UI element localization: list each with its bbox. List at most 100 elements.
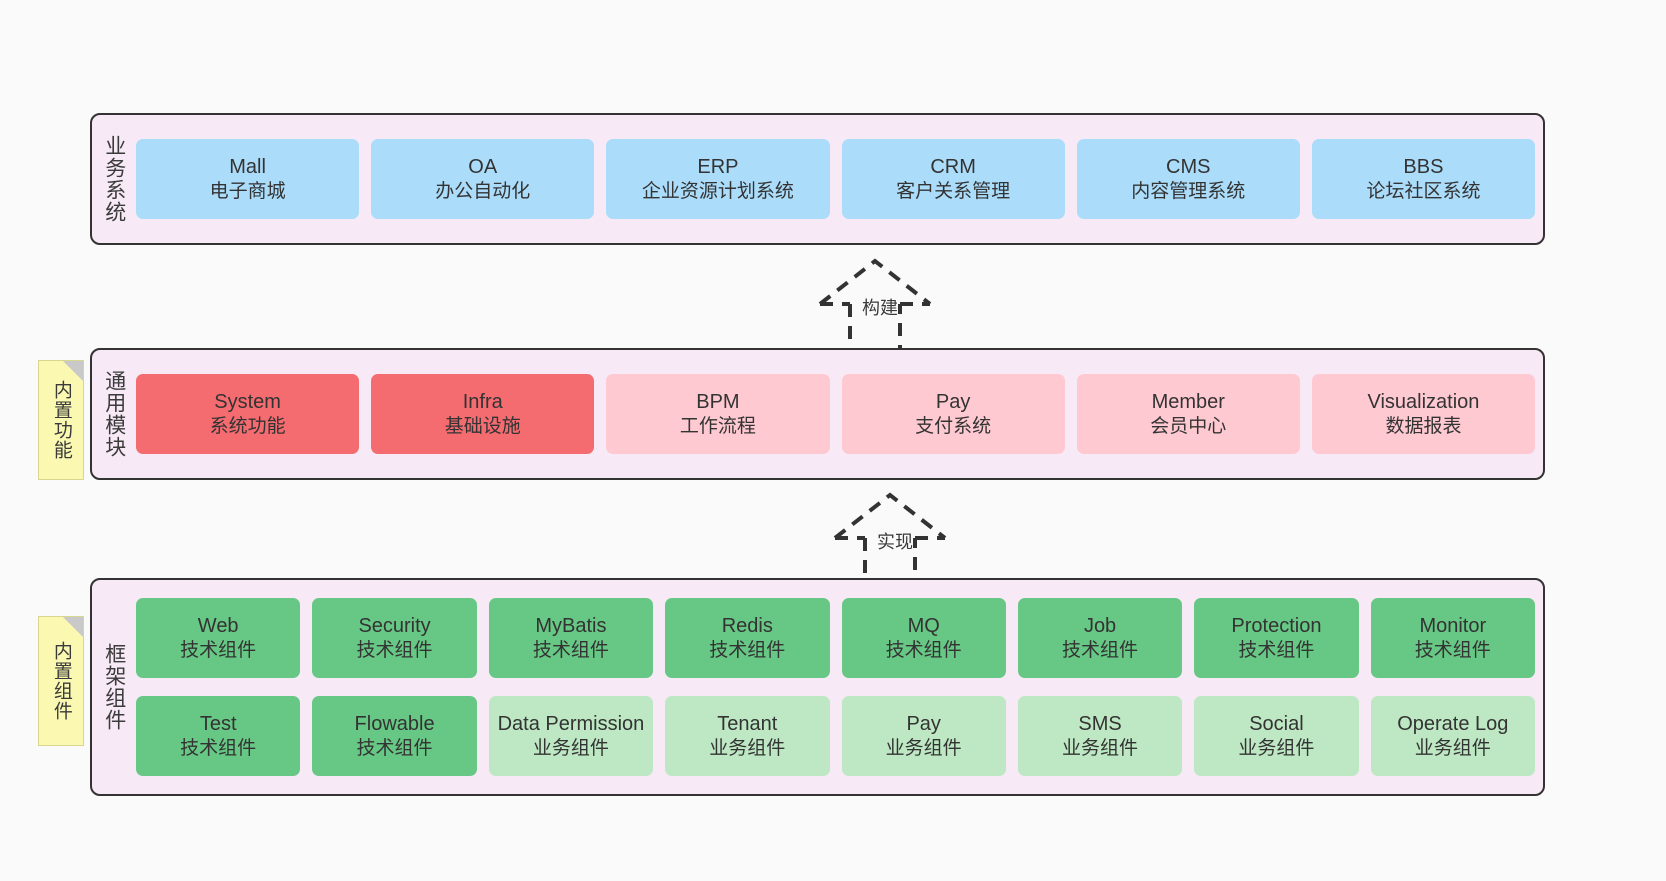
card-title-cn: 系统功能: [209, 415, 286, 437]
card-infra[interactable]: Infra 基础设施: [371, 374, 595, 454]
card-protection[interactable]: Protection 技术组件: [1194, 598, 1359, 678]
note-label: 内置功能: [50, 380, 72, 460]
card-title-en: Test: [199, 713, 237, 736]
arrow-label-build: 构建: [862, 298, 898, 318]
layer-title-business: 业务系统: [102, 135, 126, 223]
layer-common-modules: 通用模块 System 系统功能 Infra 基础设施 BPM 工作流程 Pay…: [90, 348, 1545, 480]
card-title-cn: 业务组件: [532, 737, 609, 759]
card-title-en: Infra: [462, 391, 503, 414]
card-bpm[interactable]: BPM 工作流程: [606, 374, 830, 454]
card-title-en: Monitor: [1419, 615, 1487, 638]
card-title-en: BPM: [696, 391, 740, 414]
card-title-cn: 技术组件: [709, 639, 786, 661]
card-row: System 系统功能 Infra 基础设施 BPM 工作流程 Pay 支付系统…: [136, 374, 1536, 454]
card-visualization[interactable]: Visualization 数据报表: [1311, 374, 1536, 454]
card-redis[interactable]: Redis 技术组件: [665, 598, 830, 678]
card-title-en: Job: [1083, 615, 1117, 638]
dashed-hollow-arrow-icon: [818, 258, 932, 352]
card-title-en: Data Permission: [497, 713, 645, 736]
card-title-cn: 工作流程: [679, 415, 756, 437]
card-title-cn: 客户关系管理: [896, 180, 1011, 202]
card-title-cn: 技术组件: [1062, 639, 1139, 661]
card-system[interactable]: System 系统功能: [136, 374, 360, 454]
card-title-cn: 内容管理系统: [1131, 180, 1246, 202]
card-cms[interactable]: CMS 内容管理系统: [1076, 139, 1300, 219]
card-data-permission[interactable]: Data Permission 业务组件: [488, 696, 654, 776]
card-erp[interactable]: ERP 企业资源计划系统: [606, 139, 830, 219]
layer-framework-components: 框架组件 Web 技术组件 Security 技术组件 MyBatis 技术组件…: [90, 578, 1545, 796]
card-title-cn: 技术组件: [1414, 639, 1491, 661]
card-mybatis[interactable]: MyBatis 技术组件: [488, 598, 654, 678]
card-pay-module[interactable]: Pay 支付系统: [841, 374, 1065, 454]
folded-corner-icon: [63, 361, 83, 381]
note-label: 内置组件: [50, 641, 72, 721]
card-title-en: Visualization: [1367, 391, 1480, 414]
card-title-cn: 业务组件: [1238, 737, 1315, 759]
card-title-cn: 技术组件: [532, 639, 609, 661]
card-title-en: OA: [468, 156, 498, 179]
card-title-en: ERP: [697, 156, 739, 179]
card-title-cn: 办公自动化: [435, 180, 531, 202]
card-row: Test 技术组件 Flowable 技术组件 Data Permission …: [136, 696, 1535, 776]
card-title-en: Redis: [721, 615, 773, 638]
generalization-arrow-build: 构建: [800, 256, 950, 352]
card-title-en: BBS: [1403, 156, 1444, 179]
layer-business-system: 业务系统 Mall 电子商城 OA 办公自动化 ERP 企业资源计划系统 CRM…: [90, 113, 1545, 245]
card-row: Web 技术组件 Security 技术组件 MyBatis 技术组件 Redi…: [136, 598, 1535, 678]
card-title-cn: 技术组件: [356, 639, 433, 661]
card-title-en: System: [214, 391, 281, 414]
card-title-cn: 企业资源计划系统: [641, 180, 794, 202]
card-title-cn: 基础设施: [444, 415, 521, 437]
generalization-arrow-implement: 实现: [815, 490, 965, 586]
card-title-cn: 会员中心: [1150, 415, 1227, 437]
card-title-en: Member: [1151, 391, 1225, 414]
card-security[interactable]: Security 技术组件: [312, 598, 477, 678]
card-mq[interactable]: MQ 技术组件: [841, 598, 1006, 678]
card-mall[interactable]: Mall 电子商城: [136, 139, 360, 219]
card-job[interactable]: Job 技术组件: [1017, 598, 1183, 678]
card-title-en: Flowable: [354, 713, 435, 736]
card-title-en: Web: [197, 615, 239, 638]
card-title-cn: 技术组件: [180, 737, 257, 759]
card-title-cn: 技术组件: [180, 639, 257, 661]
card-test[interactable]: Test 技术组件: [136, 696, 301, 776]
card-bbs[interactable]: BBS 论坛社区系统: [1311, 139, 1536, 219]
card-title-en: SMS: [1078, 713, 1122, 736]
card-web[interactable]: Web 技术组件: [136, 598, 301, 678]
card-title-cn: 论坛社区系统: [1366, 180, 1481, 202]
layer-body-common: System 系统功能 Infra 基础设施 BPM 工作流程 Pay 支付系统…: [136, 350, 1543, 478]
layer-title-framework: 框架组件: [102, 643, 126, 731]
card-title-cn: 数据报表: [1385, 415, 1462, 437]
card-title-en: Operate Log: [1397, 713, 1509, 736]
card-crm[interactable]: CRM 客户关系管理: [841, 139, 1065, 219]
layer-title-common: 通用模块: [102, 370, 126, 458]
card-social[interactable]: Social 业务组件: [1194, 696, 1359, 776]
card-title-en: Pay: [906, 713, 941, 736]
card-title-en: Mall: [229, 156, 266, 179]
card-row: Mall 电子商城 OA 办公自动化 ERP 企业资源计划系统 CRM 客户关系…: [136, 139, 1536, 219]
card-title-cn: 业务组件: [1062, 737, 1139, 759]
card-flowable[interactable]: Flowable 技术组件: [312, 696, 477, 776]
card-title-en: CRM: [930, 156, 976, 179]
card-title-en: MQ: [907, 615, 940, 638]
card-title-cn: 电子商城: [209, 180, 286, 202]
card-monitor[interactable]: Monitor 技术组件: [1370, 598, 1535, 678]
card-tenant[interactable]: Tenant 业务组件: [665, 696, 830, 776]
card-title-cn: 技术组件: [1238, 639, 1315, 661]
card-member[interactable]: Member 会员中心: [1076, 374, 1300, 454]
folded-corner-icon: [63, 617, 83, 637]
card-title-cn: 业务组件: [709, 737, 786, 759]
card-sms[interactable]: SMS 业务组件: [1017, 696, 1183, 776]
card-title-en: CMS: [1166, 156, 1211, 179]
card-title-cn: 技术组件: [885, 639, 962, 661]
card-title-en: Social: [1249, 713, 1304, 736]
note-builtin-components: 内置组件: [38, 616, 84, 746]
card-title-en: Security: [358, 615, 431, 638]
layer-body-framework: Web 技术组件 Security 技术组件 MyBatis 技术组件 Redi…: [136, 580, 1543, 794]
card-oa[interactable]: OA 办公自动化: [371, 139, 595, 219]
card-operate-log[interactable]: Operate Log 业务组件: [1370, 696, 1535, 776]
card-title-en: Tenant: [717, 713, 778, 736]
arrow-label-implement: 实现: [877, 532, 913, 552]
card-pay-component[interactable]: Pay 业务组件: [841, 696, 1006, 776]
